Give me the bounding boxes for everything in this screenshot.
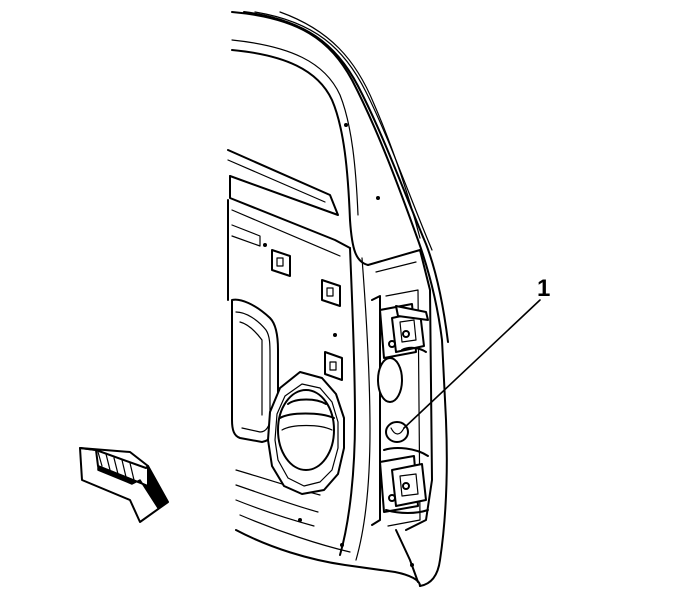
upper-hinge: [379, 303, 429, 359]
callout-1: 1: [403, 275, 550, 429]
speaker-opening: [267, 371, 345, 495]
pillar-bottom: [395, 529, 419, 583]
belt-line: [227, 149, 351, 301]
lower-hinge: [379, 447, 429, 514]
forward-direction-arrow-icon: [79, 447, 169, 523]
callout-1-leader: [403, 299, 541, 429]
hinge-pillar: [367, 249, 433, 531]
door-frame: [231, 11, 449, 587]
callout-1-label: 1: [537, 275, 550, 302]
